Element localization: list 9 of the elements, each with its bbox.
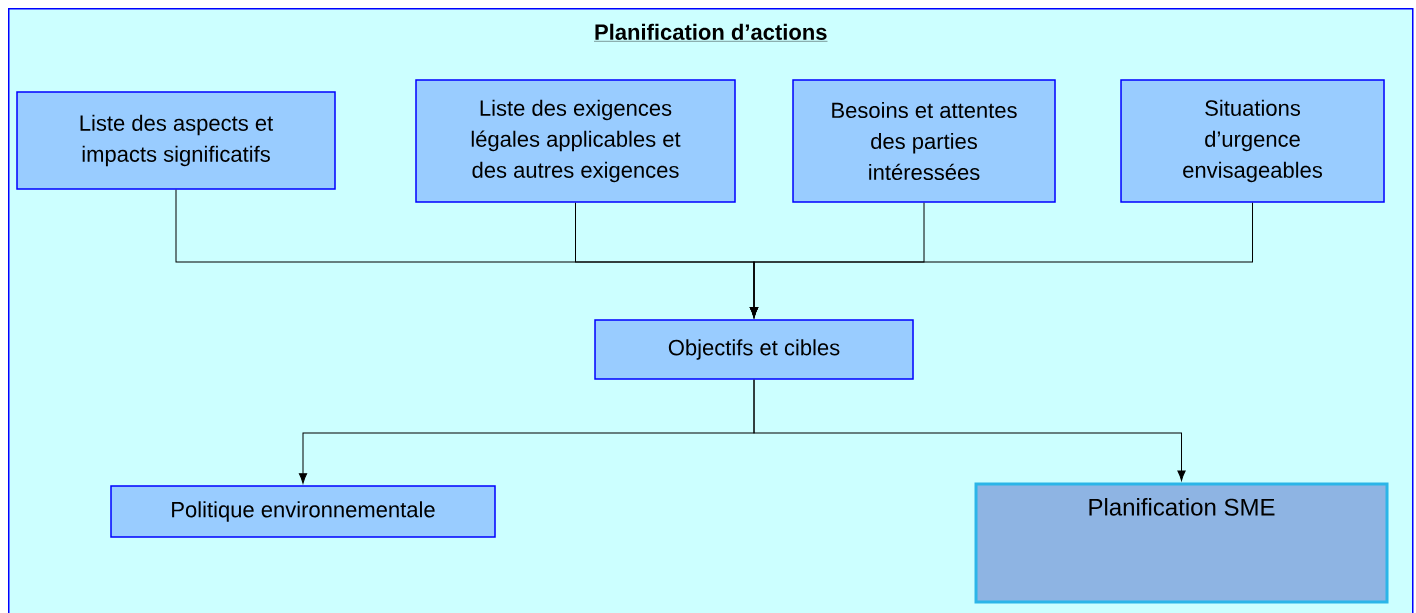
connector-arrow — [753, 379, 1186, 481]
process-box: Objectifs et cibles — [594, 319, 914, 380]
process-box: Besoins et attentes des parties intéressées — [792, 79, 1056, 203]
process-box: Liste des exigences légales applicables et des autres exigences — [415, 79, 736, 203]
process-box: Liste des aspects et impacts significatifs — [16, 91, 336, 190]
process-box: Politique environnementale — [110, 485, 496, 538]
process-box: Situations d’urgence envisageables — [1120, 79, 1385, 203]
process-box: Planification SME — [974, 482, 1389, 604]
connector-arrow — [749, 202, 1253, 318]
